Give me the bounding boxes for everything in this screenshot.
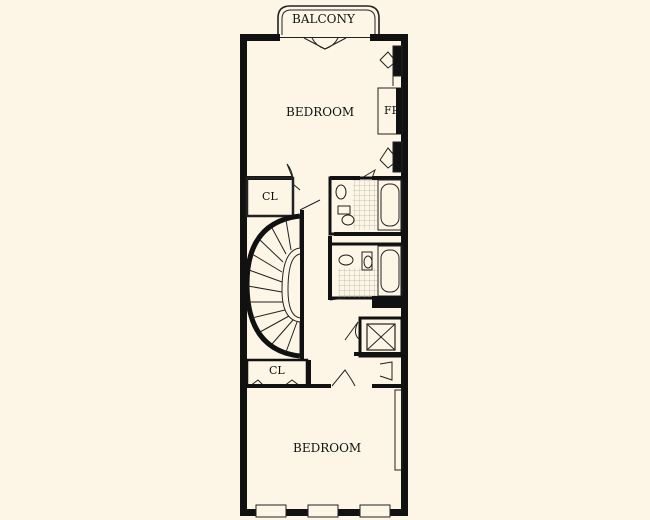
wardrobe-top [379, 45, 403, 86]
bottom-windows [255, 504, 391, 518]
closet-top-label: CL [262, 190, 278, 203]
closet-top: CL [245, 176, 301, 218]
balcony-label: BALCONY [292, 12, 356, 26]
balcony-door [280, 37, 370, 50]
closet-bottom-label: CL [269, 364, 285, 377]
closet-bottom: CL [245, 358, 309, 388]
bathroom-middle [328, 242, 404, 308]
corridor-wall [328, 236, 332, 300]
spiral-stair [244, 199, 321, 360]
bedroom-bottom-label: BEDROOM [293, 441, 361, 455]
interior-walls-bottom [247, 360, 408, 388]
elevator [344, 316, 404, 358]
bedroom-bottom-door-swing [331, 369, 356, 387]
bedroom-top-label: BEDROOM [286, 105, 354, 119]
fireplace: FP [377, 87, 403, 135]
fireplace-label: FP [384, 104, 400, 117]
balcony [277, 5, 380, 35]
wardrobe-lower [379, 141, 403, 173]
bathroom-top [328, 176, 404, 236]
closet-side-door [379, 361, 393, 381]
side-panel [394, 389, 403, 471]
